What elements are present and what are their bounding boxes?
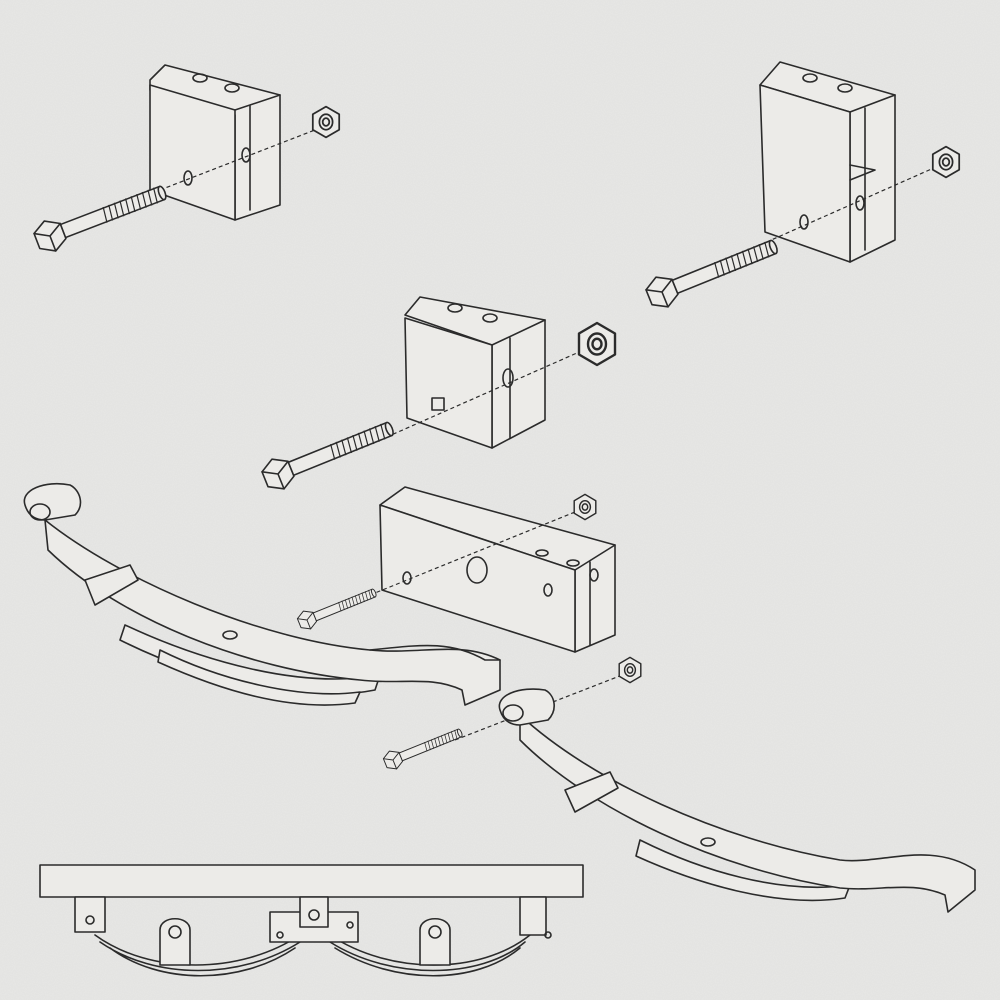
hex-nut-icon (618, 656, 642, 684)
hanger-bracket-top-left (149, 64, 281, 221)
hanger-bracket-top-right (759, 61, 896, 263)
hex-nut-icon (311, 105, 341, 139)
hex-nut-icon (931, 145, 961, 179)
assembly-axis-top-right (759, 162, 946, 246)
assembly-axis-equalizer (369, 507, 586, 596)
leaf-spring-right (498, 688, 976, 913)
leaf-spring-left (23, 482, 501, 706)
hanger-bracket-center (404, 296, 546, 449)
assembly-axis-top-left (159, 127, 321, 191)
hex-nut-icon (573, 493, 597, 521)
hex-nut-icon (577, 321, 617, 367)
assembled-side-view (39, 864, 584, 977)
